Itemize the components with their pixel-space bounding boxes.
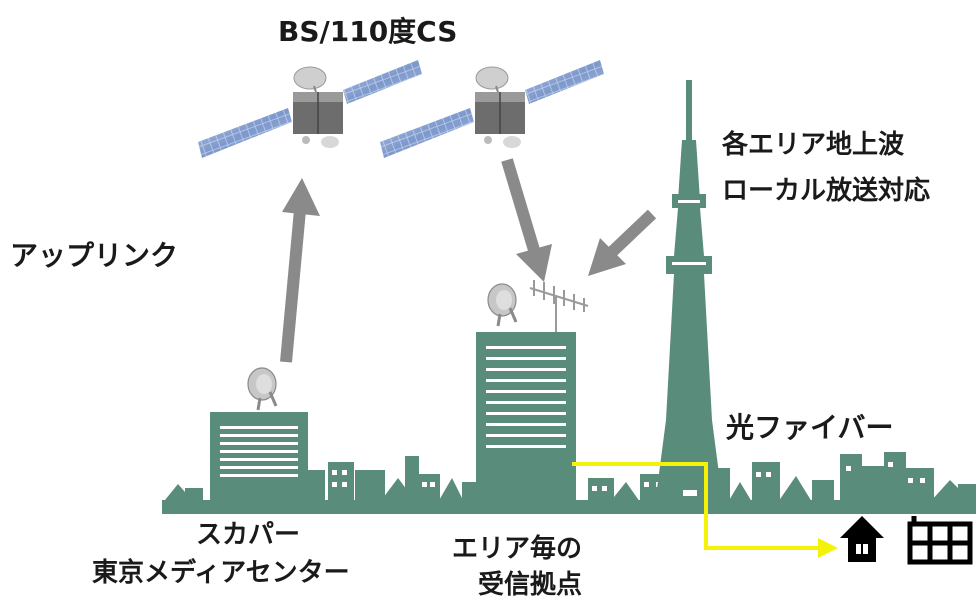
house-icon [840,516,884,562]
receiving-base-label-line1: エリア毎の [452,534,583,564]
fiber-label: 光ファイバー [726,411,894,444]
media-center-label-line1: スカパー [196,520,301,550]
receiving-base-label-line2: 受信拠点 [478,570,583,600]
tower-icon [654,80,724,512]
apartment-icon [907,516,973,565]
satellites-label: BS/110度CS [278,15,458,48]
downlink-arrow [501,158,552,282]
tower-windows [672,200,706,496]
terrestrial-label-line1: 各エリア地上波 [722,130,905,160]
media-center-label-line2: 東京メディアセンター [92,558,350,588]
terrestrial-arrow [588,209,657,276]
fiber-line [572,462,838,558]
uplink-arrow [280,178,320,363]
yagi-antenna-icon [529,280,589,332]
uplink-label: アップリンク [10,239,179,272]
city-skyline [162,452,976,514]
media-center-building [210,412,308,504]
terrestrial-label-line2: ローカル放送対応 [722,176,931,206]
receiving-base-building [476,332,576,512]
satellite-dish-icon [486,282,518,328]
satellite-dish-icon [246,366,278,412]
